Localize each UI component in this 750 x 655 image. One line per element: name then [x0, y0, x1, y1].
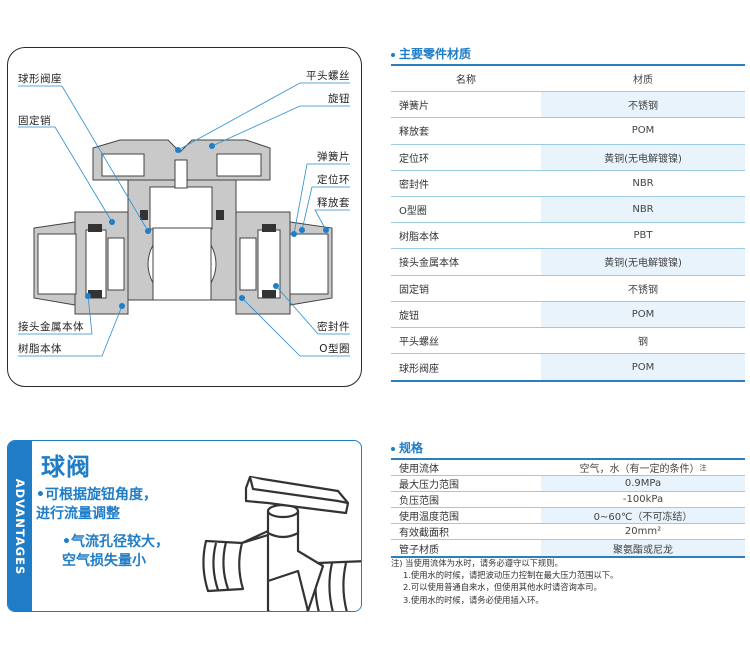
spec-value: 20mm²: [624, 526, 662, 537]
table-row: 定位环 黄铜(无电解镀镍): [391, 144, 745, 171]
table-row: 旋钮 POM: [391, 301, 745, 328]
table-row: 球形阀座 POM: [391, 354, 745, 381]
advantages-title: 球阀: [41, 453, 91, 481]
ball-valve-cross-section: [18, 82, 350, 357]
spec-value: 聚氨酯或尼龙: [541, 540, 745, 556]
part-name: 弹簧片: [399, 101, 429, 113]
advantages-banner: ADVANTAGES 球阀 •可根据旋钮角度， 进行流量调整 •气流孔径较大， …: [7, 440, 362, 612]
part-material: NBR: [632, 177, 654, 189]
table-row: 平头螺丝 钢: [391, 328, 745, 355]
callout-seal: 密封件: [317, 321, 350, 333]
spec-name: 使用温度范围: [399, 512, 459, 523]
spec-value: 0~60℃（不可冻结）: [541, 508, 745, 523]
table-row: 树脂本体 PBT: [391, 223, 745, 250]
part-material: POM: [631, 125, 655, 137]
spec-name: 管子材质: [399, 544, 439, 556]
table-row: 释放套 POM: [391, 118, 745, 145]
table-row: 固定销 不锈钢: [391, 276, 745, 302]
table-row: O型圈 NBR: [391, 196, 745, 224]
part-name: 定位环: [399, 153, 429, 165]
part-material: 黄铜(无电解镀镍): [541, 249, 745, 275]
part-material: NBR: [541, 196, 745, 223]
part-name: 平头螺丝: [399, 336, 439, 348]
materials-section-title: 主要零件材质: [391, 45, 471, 62]
spec-value: 空气，水（有一定的条件）注: [579, 463, 707, 476]
advantages-label: ADVANTAGES: [13, 478, 27, 576]
table-row: 密封件 NBR: [391, 171, 745, 197]
note-heading: 注) 当使用流体为水时，请务必遵守以下规则。: [391, 558, 563, 568]
spec-name: 最大压力范围: [399, 480, 459, 491]
part-name: 密封件: [399, 179, 429, 191]
part-material: POM: [541, 354, 745, 381]
table-row: 负压范围 -100kPa: [391, 492, 745, 508]
note-item: 1.使用水的时候，请把波动压力控制在最大压力范围以下。: [403, 570, 619, 581]
part-material: 不锈钢: [541, 92, 745, 118]
callout-spring-plate: 弹簧片: [317, 151, 350, 163]
callout-resin-body: 树脂本体: [18, 343, 62, 355]
part-name: 旋钮: [399, 310, 419, 322]
spec-name: 使用流体: [399, 464, 439, 475]
part-name: 固定销: [399, 284, 429, 296]
part-material: 黄铜(无电解镀镍): [541, 144, 745, 170]
spec-name: 有效截面积: [399, 528, 449, 539]
header-name: 名称: [456, 75, 476, 87]
advantage-point: •气流孔径较大， 空气损失量小: [62, 534, 169, 569]
note-marker: 注: [699, 463, 707, 472]
bullet-dot-icon: [391, 446, 395, 451]
table-row: 弹簧片 不锈钢: [391, 92, 745, 119]
part-material: 钢: [638, 336, 648, 348]
spec-value: -100kPa: [622, 494, 664, 505]
spec-value: 0.9MPa: [541, 476, 745, 491]
part-material: PBT: [633, 230, 653, 242]
callout-ball-seat: 球形阀座: [18, 73, 62, 85]
advantages-side-bar: ADVANTAGES: [8, 441, 32, 611]
table-row: 接头金属本体 黄铜(无电解镀镍): [391, 249, 745, 276]
specs-table: 使用流体 空气，水（有一定的条件）注 最大压力范围 0.9MPa 负压范围 -100k…: [391, 458, 745, 558]
part-name: 树脂本体: [399, 232, 439, 244]
table-row: 使用温度范围 0~60℃（不可冻结）: [391, 508, 745, 524]
spec-name: 负压范围: [399, 496, 439, 507]
callout-knob: 旋钮: [328, 93, 350, 105]
callout-fixing-pin: 固定销: [18, 115, 51, 127]
note-item: 2.可以使用普通自来水，但使用其他水时请咨询本司。: [403, 582, 602, 593]
part-name: 接头金属本体: [399, 258, 459, 270]
header-material: 材质: [633, 75, 653, 87]
table-row: 使用流体 空气，水（有一定的条件）注: [391, 460, 745, 476]
callout-flat-head-screw: 平头螺丝: [306, 70, 350, 82]
specs-section-title: 规格: [391, 439, 423, 456]
part-name: 球形阀座: [399, 363, 439, 375]
bullet-dot-icon: [391, 52, 395, 57]
table-row: 有效截面积 20mm²: [391, 524, 745, 540]
part-material: 不锈钢: [628, 284, 658, 296]
part-name: O型圈: [399, 206, 427, 218]
materials-header-row: 名称 材质: [391, 66, 745, 93]
callout-locating-ring: 定位环: [317, 174, 350, 186]
ball-valve-illustration: [202, 475, 361, 611]
part-name: 释放套: [399, 127, 429, 139]
spec-notes: 注) 当使用流体为水时，请务必遵守以下规则。 1.使用水的时候，请把波动压力控制…: [391, 557, 618, 606]
callout-o-ring: O型圈: [319, 343, 350, 355]
note-item: 3.使用水的时候，请务必使用插入环。: [403, 594, 544, 605]
table-row: 管子材质 聚氨酯或尼龙: [391, 540, 745, 556]
part-material: POM: [541, 301, 745, 327]
callout-fitting-metal-body: 接头金属本体: [18, 321, 84, 333]
advantage-point: •可根据旋钮角度， 进行流量调整: [36, 487, 157, 522]
callout-release-sleeve: 释放套: [317, 197, 350, 209]
table-row: 最大压力范围 0.9MPa: [391, 476, 745, 492]
